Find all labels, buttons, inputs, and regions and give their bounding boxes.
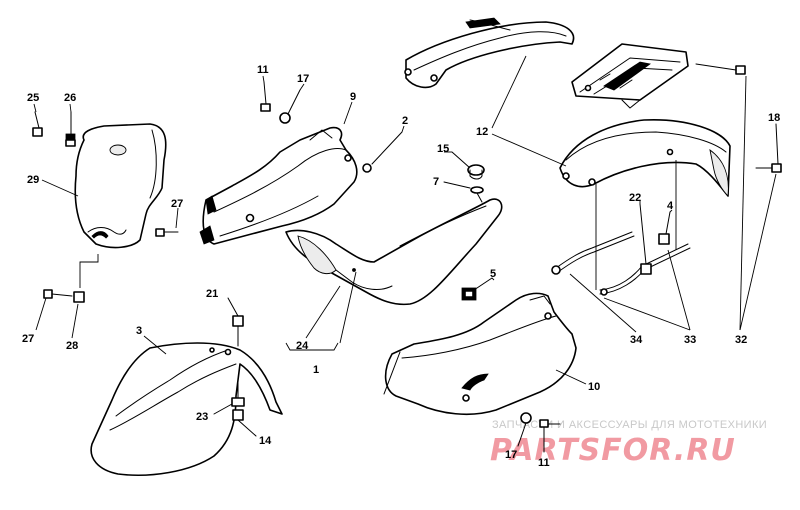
callout-34: 34 [630,334,643,346]
part-bolt-14 [232,409,257,437]
part-bolt-25 [32,111,43,137]
part-seat [285,198,503,306]
callout-1: 1 [313,364,319,376]
callout-2: 2 [402,115,408,127]
callout-23: 23 [196,411,208,423]
callout-17-b: 17 [505,449,517,461]
part-bolt-11a [260,81,271,112]
part-bolt-11b [539,419,561,453]
callout-29: 29 [27,174,39,186]
callout-21: 21 [206,288,218,300]
callout-33: 33 [684,334,696,346]
part-washer-17a [279,89,301,124]
callout-24: 24 [296,340,309,352]
watermark-tagline: ЗАПЧАСТИ И АКСЕССУАРЫ ДЛЯ МОТОТЕХНИКИ [492,419,767,431]
part-rear-fender-upper [404,17,575,89]
callout-18: 18 [768,112,780,124]
callout-26: 26 [64,92,76,104]
part-fuel-cap-15 [451,151,485,180]
callout-5: 5 [490,268,496,280]
part-nut-4 [658,211,671,245]
callout-12: 12 [476,126,488,138]
callout-7: 7 [433,176,439,188]
part-headlight-plate [74,123,167,249]
part-nut-22 [639,203,652,275]
callout-labels: 25 26 29 27 27 28 11 17 9 2 15 7 24 1 21… [22,64,780,469]
part-screw-27b [43,289,85,303]
leader-lines [33,55,777,385]
part-bolt-32 [695,63,746,75]
callout-11-b: 11 [538,457,550,469]
watermark-logo: PARTSFOR.RU [490,433,736,468]
part-spacer-23 [213,379,245,415]
callout-14: 14 [259,435,272,447]
part-washer-26 [65,111,76,147]
part-bolt-21 [227,297,244,347]
callout-3: 3 [136,325,142,337]
part-side-panel-left [199,126,358,245]
part-screw-2 [362,131,403,173]
callout-27-a: 27 [171,198,183,210]
callout-25: 25 [27,92,39,104]
callout-17-a: 17 [297,73,309,85]
part-front-fender [90,342,283,476]
part-rear-fender-lower [559,119,731,197]
callout-15: 15 [437,143,449,155]
callout-22: 22 [629,192,641,204]
part-washer-17b [517,412,532,447]
part-clip-5 [461,277,493,301]
callout-10: 10 [588,381,600,393]
callout-11-a: 11 [257,64,269,76]
callout-9: 9 [350,91,356,103]
watermark: ЗАПЧАСТИ И АКСЕССУАРЫ ДЛЯ МОТОТЕХНИКИ PA… [490,419,767,468]
part-bolt-18 [755,123,782,173]
callout-27-b: 27 [22,333,34,345]
part-rear-rack [571,43,689,109]
part-side-panel-right [383,292,577,416]
part-gasket-7 [443,181,484,203]
callout-28: 28 [66,340,78,352]
part-screw-27a [155,228,179,237]
callout-4: 4 [667,200,674,212]
callout-32: 32 [735,334,747,346]
